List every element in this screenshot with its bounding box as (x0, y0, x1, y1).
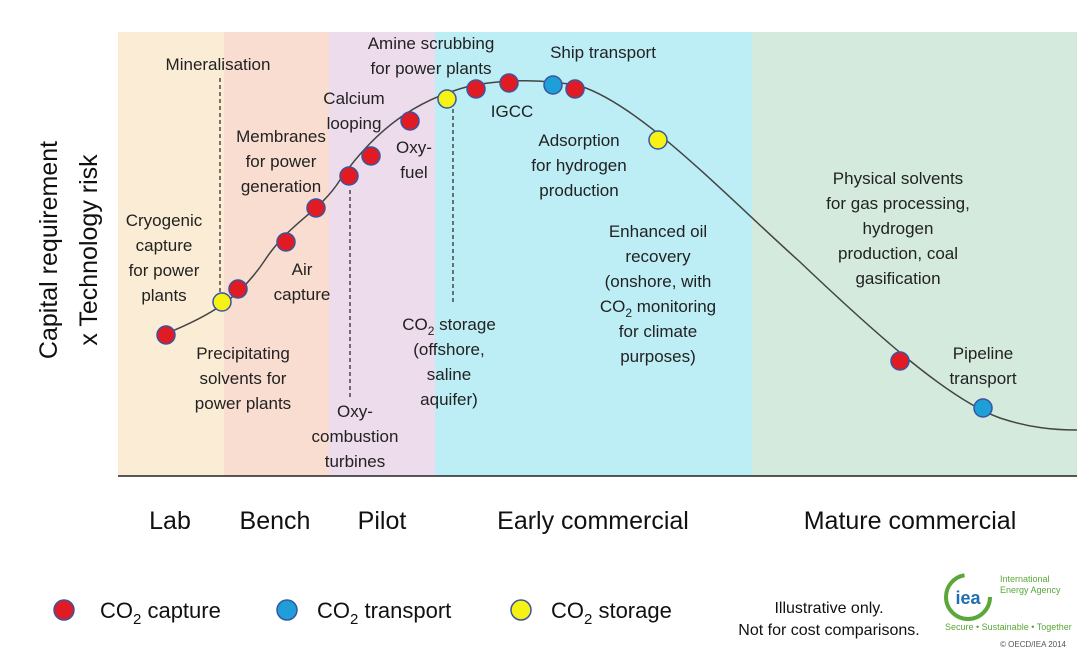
data-point-co2-capture (565, 79, 585, 99)
note-line: Illustrative only. (774, 600, 883, 617)
stage-label-early-commercial: Early commercial (497, 507, 689, 535)
illustrative-note: Illustrative only. Not for cost compariso… (738, 600, 919, 639)
logo-tagline: Secure • Sustainable • Together (945, 622, 1072, 632)
stage-label-pilot: Pilot (358, 507, 407, 535)
data-point-co2-capture (276, 232, 296, 252)
note-line: Not for cost comparisons. (738, 622, 919, 639)
annotation-label: CO2 storage (402, 315, 496, 338)
copyright: © OECD/IEA 2014 (1000, 640, 1066, 649)
logo-mark: iea (955, 588, 981, 608)
y-axis-label: Capital requirement x Technology risk (35, 141, 103, 359)
capture-legend-marker (53, 599, 75, 621)
storage-legend-marker (510, 599, 532, 621)
capture-legend-label: CO2 capture (100, 598, 221, 628)
stage-label-lab: Lab (149, 507, 191, 535)
stage-band-mature-commercial (752, 32, 1077, 476)
data-point-co2-capture (361, 146, 381, 166)
y-axis-label-line: Capital requirement (35, 141, 63, 359)
logo-name-line: Energy Agency (1000, 585, 1061, 595)
stage-band-early-commercial (435, 32, 752, 476)
data-point-co2-capture (466, 79, 486, 99)
transport-legend-marker (276, 599, 298, 621)
annotation-label: CO2 monitoring (600, 297, 716, 320)
data-point-co2-capture (339, 166, 359, 186)
annotation-label: IGCC (491, 102, 534, 121)
stage-label-bench: Bench (240, 507, 311, 535)
transport-legend-label: CO2 transport (317, 598, 451, 628)
annotation-label: Oxy-fuel (396, 138, 432, 182)
data-point-co2-capture (890, 351, 910, 371)
data-point-co2-capture (156, 325, 176, 345)
data-point-co2-storage (212, 292, 232, 312)
data-point-co2-storage (437, 89, 457, 109)
data-point-co2-transport (543, 75, 563, 95)
stage-label-mature-commercial: Mature commercial (804, 507, 1017, 535)
logo-ring (944, 573, 992, 621)
data-point-co2-capture (499, 73, 519, 93)
data-points (156, 73, 993, 418)
stage-band-lab (118, 32, 224, 476)
storage-legend-label: CO2 storage (551, 598, 672, 628)
data-point-co2-storage (648, 130, 668, 150)
stage-bands (118, 32, 1077, 476)
legend: CO2 capture CO2 transport CO2 storage (53, 598, 672, 628)
data-point-co2-transport (973, 398, 993, 418)
logo-name-line: International (1000, 574, 1050, 584)
data-point-co2-capture (306, 198, 326, 218)
annotation-label: Ship transport (550, 43, 656, 62)
annotation-label: Mineralisation (166, 55, 271, 74)
stage-labels: Lab Bench Pilot Early commercial Mature comm… (149, 507, 1016, 535)
stage-band-bench (224, 32, 329, 476)
data-point-co2-capture (228, 279, 248, 299)
data-point-co2-capture (400, 111, 420, 131)
y-axis-label-line: x Technology risk (75, 154, 103, 346)
leader-lines (219, 78, 454, 400)
